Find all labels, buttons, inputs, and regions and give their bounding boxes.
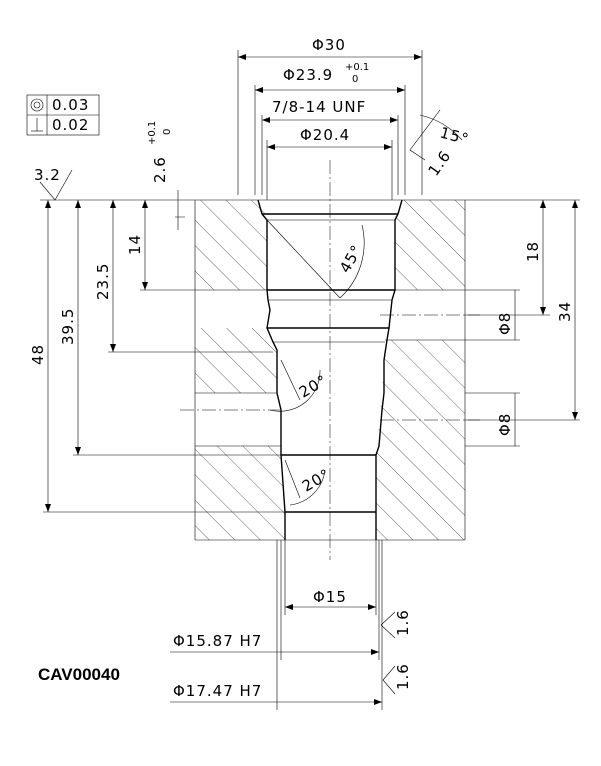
surface-finish-bore-15-87-symbol <box>380 611 396 639</box>
dim-dia-17-47: Φ17.47 H7 <box>173 682 262 700</box>
dim-thread: 7/8-14 UNF <box>272 98 366 116</box>
dim-port-dia-lower: Φ8 <box>496 413 514 436</box>
dim-depth-14: 14 <box>126 234 144 255</box>
surface-finish-general-value: 3.2 <box>34 166 61 184</box>
dim-dia-30: Φ30 <box>312 36 346 54</box>
surface-finish-bore-15-87-value: 1.6 <box>394 609 412 636</box>
dim-dia-20-4: Φ20.4 <box>300 126 350 144</box>
tolerance-frame: 0.03 0.02 <box>26 94 100 136</box>
body-hatch-right <box>376 200 465 540</box>
surface-finish-bore-17-47-symbol <box>382 665 396 695</box>
cavity-profile <box>175 114 480 560</box>
dim-dia-15-87: Φ15.87 H7 <box>173 632 262 650</box>
dim-dia-23-9-tol-lower: 0 <box>352 74 358 85</box>
dim-dia-23-9-tol-upper: +0.1 <box>345 62 369 73</box>
concentricity-icon <box>30 98 44 112</box>
dim-depth-18: 18 <box>524 241 542 262</box>
dim-angle-20-upper: 20° <box>296 371 331 401</box>
surface-finish-general-symbol <box>39 169 73 201</box>
dim-depth-23-5: 23.5 <box>94 263 112 300</box>
dim-depth-39-5: 39.5 <box>59 308 77 345</box>
dim-depth-2-6-tol-upper: +0.1 <box>147 121 158 145</box>
dim-dia-23-9: Φ23.9 <box>283 66 333 84</box>
dim-port-dia-upper: Φ8 <box>496 312 514 335</box>
concentricity-value: 0.03 <box>52 96 89 114</box>
surface-finish-symbols <box>39 109 441 695</box>
perpendicularity-icon <box>31 118 43 132</box>
perpendicularity-value: 0.02 <box>52 116 89 134</box>
right-dimensions <box>465 199 580 447</box>
part-code: CAV00040 <box>38 665 120 684</box>
surface-finish-thread-symbol <box>409 109 441 161</box>
bottom-dimensions <box>170 540 383 710</box>
dimension-labels: Φ30 Φ23.9 +0.1 0 7/8-14 UNF Φ20.4 2.6 +0… <box>29 36 574 700</box>
top-dimensions <box>237 50 423 200</box>
dim-angle-15: 15° <box>438 123 471 148</box>
surface-finish-thread-value: 1.6 <box>425 147 455 179</box>
dim-depth-2-6: 2.6 <box>151 156 169 183</box>
dim-angle-45: 45° <box>336 241 366 276</box>
surface-finish-bore-17-47-value: 1.6 <box>394 663 412 690</box>
dim-dia-15: Φ15 <box>313 588 347 606</box>
dim-depth-2-6-tol-lower: 0 <box>162 129 173 135</box>
left-dimensions <box>40 190 285 513</box>
dim-depth-48: 48 <box>29 344 47 365</box>
body-hatch-left <box>195 200 285 540</box>
dim-depth-34: 34 <box>556 301 574 322</box>
